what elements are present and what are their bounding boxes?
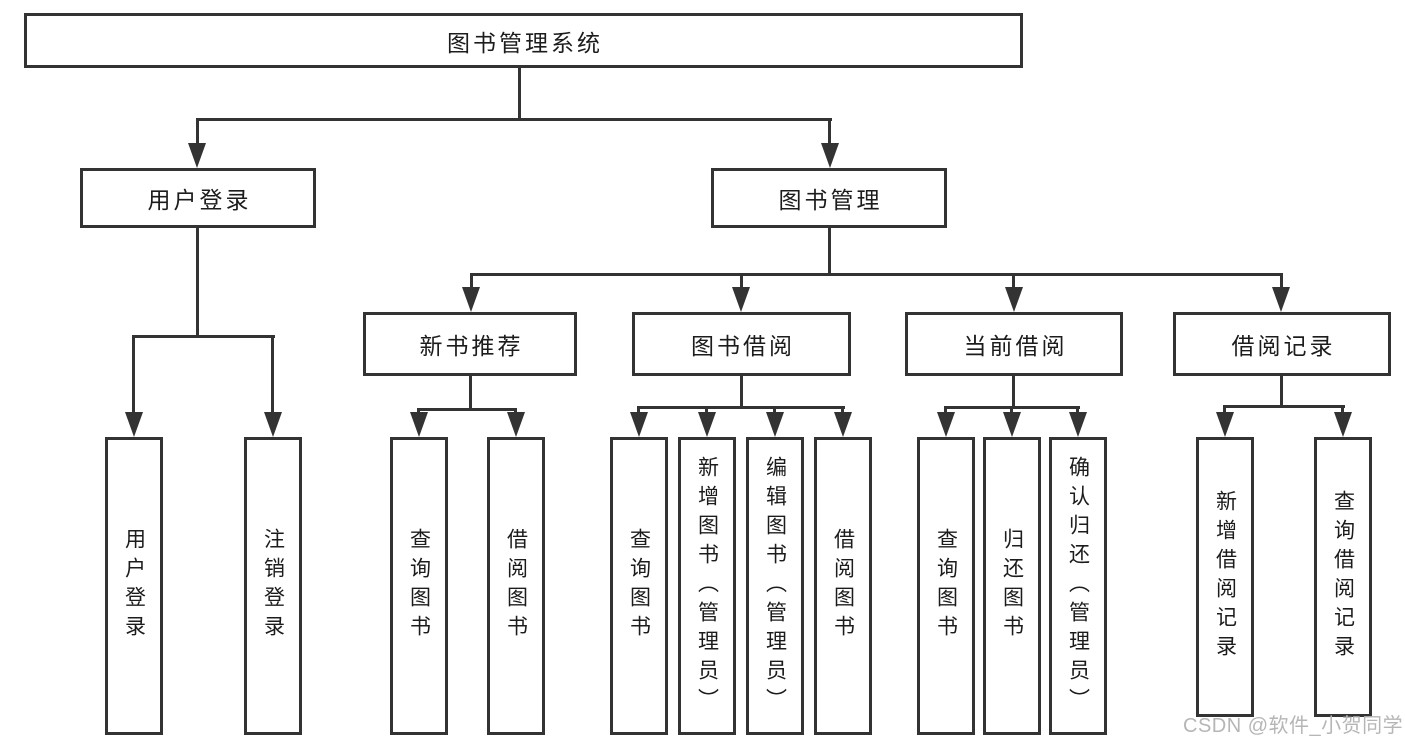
connector-line: [828, 228, 831, 273]
arrow-down-icon: [821, 143, 839, 168]
leaf-label: 查询借阅记录: [1331, 490, 1355, 664]
arrow-down-icon: [1003, 412, 1021, 437]
node-user-login: 用户登录: [80, 168, 316, 228]
connector-line: [740, 376, 743, 406]
leaf-query-books-borrowing: 查询图书: [610, 437, 668, 735]
arrow-down-icon: [462, 287, 480, 312]
leaf-label: 用户登录: [122, 528, 146, 644]
node-label: 图书管理: [778, 187, 883, 213]
node-book-borrowing: 图书借阅: [632, 312, 851, 376]
connector-line: [1010, 406, 1013, 414]
connector-line: [132, 335, 275, 338]
leaf-label: 借阅图书: [504, 528, 528, 644]
connector-line: [1223, 405, 1345, 408]
connector-line: [841, 406, 844, 414]
arrow-down-icon: [507, 412, 525, 437]
arrow-down-icon: [1334, 412, 1352, 437]
leaf-label: 归还图书: [1000, 528, 1024, 644]
connector-line: [1280, 273, 1283, 289]
leaf-label: 注销登录: [261, 528, 285, 644]
connector-line: [773, 406, 776, 414]
leaf-confirm-return-admin: 确认归还（管理员）: [1049, 437, 1107, 735]
leaf-label: 查询图书: [407, 528, 431, 644]
node-label: 借阅记录: [1231, 333, 1336, 359]
arrow-down-icon: [834, 412, 852, 437]
arrow-down-icon: [410, 412, 428, 437]
leaf-query-books-newbooks: 查询图书: [390, 437, 448, 735]
watermark: CSDN @软件_小贺同学: [1183, 715, 1404, 737]
arrow-down-icon: [125, 412, 143, 437]
connector-line: [132, 335, 135, 415]
arrow-down-icon: [1005, 287, 1023, 312]
arrow-down-icon: [1272, 287, 1290, 312]
node-label: 图书管理系统: [447, 29, 603, 56]
leaf-label: 确认归还（管理员）: [1066, 455, 1090, 717]
arrow-down-icon: [937, 412, 955, 437]
leaf-borrow-books-borrowing: 借阅图书: [814, 437, 872, 735]
leaf-user-login: 用户登录: [105, 437, 163, 735]
node-label: 图书借阅: [691, 333, 795, 359]
leaf-logout: 注销登录: [244, 437, 302, 735]
node-label: 用户登录: [147, 187, 252, 213]
leaf-label: 查询图书: [934, 528, 958, 644]
connector-line: [1223, 405, 1226, 414]
leaf-borrow-books-newbooks: 借阅图书: [487, 437, 545, 735]
connector-line: [470, 273, 473, 289]
node-borrowing-records: 借阅记录: [1173, 312, 1391, 376]
arrow-down-icon: [188, 143, 206, 168]
arrow-down-icon: [766, 412, 784, 437]
leaf-label: 借阅图书: [831, 528, 855, 644]
node-library-management-system: 图书管理系统: [24, 13, 1023, 68]
arrow-down-icon: [1216, 412, 1234, 437]
leaf-edit-books-admin: 编辑图书（管理员）: [746, 437, 804, 735]
arrow-down-icon: [698, 412, 716, 437]
leaf-label: 查询图书: [627, 528, 651, 644]
node-new-book-recommend: 新书推荐: [363, 312, 577, 376]
connector-line: [828, 118, 831, 146]
connector-line: [469, 376, 472, 408]
connector-line: [740, 273, 743, 289]
leaf-add-borrow-record: 新增借阅记录: [1196, 437, 1254, 717]
connector-line: [1012, 273, 1015, 289]
connector-line: [637, 406, 845, 409]
connector-line: [1341, 405, 1344, 414]
leaf-label: 新增图书（管理员）: [695, 455, 719, 717]
node-book-management: 图书管理: [711, 168, 947, 228]
connector-line: [196, 118, 832, 121]
node-label: 新书推荐: [419, 333, 524, 359]
connector-line: [196, 118, 199, 146]
connector-line: [417, 408, 517, 411]
node-current-borrowing: 当前借阅: [905, 312, 1123, 376]
connector-line: [271, 335, 274, 415]
connector-line: [470, 273, 1283, 276]
leaf-query-books-current: 查询图书: [917, 437, 975, 735]
leaf-label: 新增借阅记录: [1213, 490, 1237, 664]
arrow-down-icon: [264, 412, 282, 437]
leaf-add-books-admin: 新增图书（管理员）: [678, 437, 736, 735]
leaf-query-borrow-record: 查询借阅记录: [1314, 437, 1372, 717]
connector-line: [1012, 376, 1015, 406]
connector-line: [637, 406, 640, 414]
leaf-label: 编辑图书（管理员）: [763, 455, 787, 717]
arrow-down-icon: [732, 287, 750, 312]
leaf-return-books: 归还图书: [983, 437, 1041, 735]
connector-line: [196, 228, 199, 335]
connector-line: [705, 406, 708, 414]
node-label: 当前借阅: [963, 333, 1068, 359]
connector-line: [1076, 406, 1079, 414]
arrow-down-icon: [630, 412, 648, 437]
arrow-down-icon: [1069, 412, 1087, 437]
connector-line: [1280, 375, 1283, 405]
connector-line: [944, 406, 947, 414]
connector-line: [518, 68, 521, 118]
